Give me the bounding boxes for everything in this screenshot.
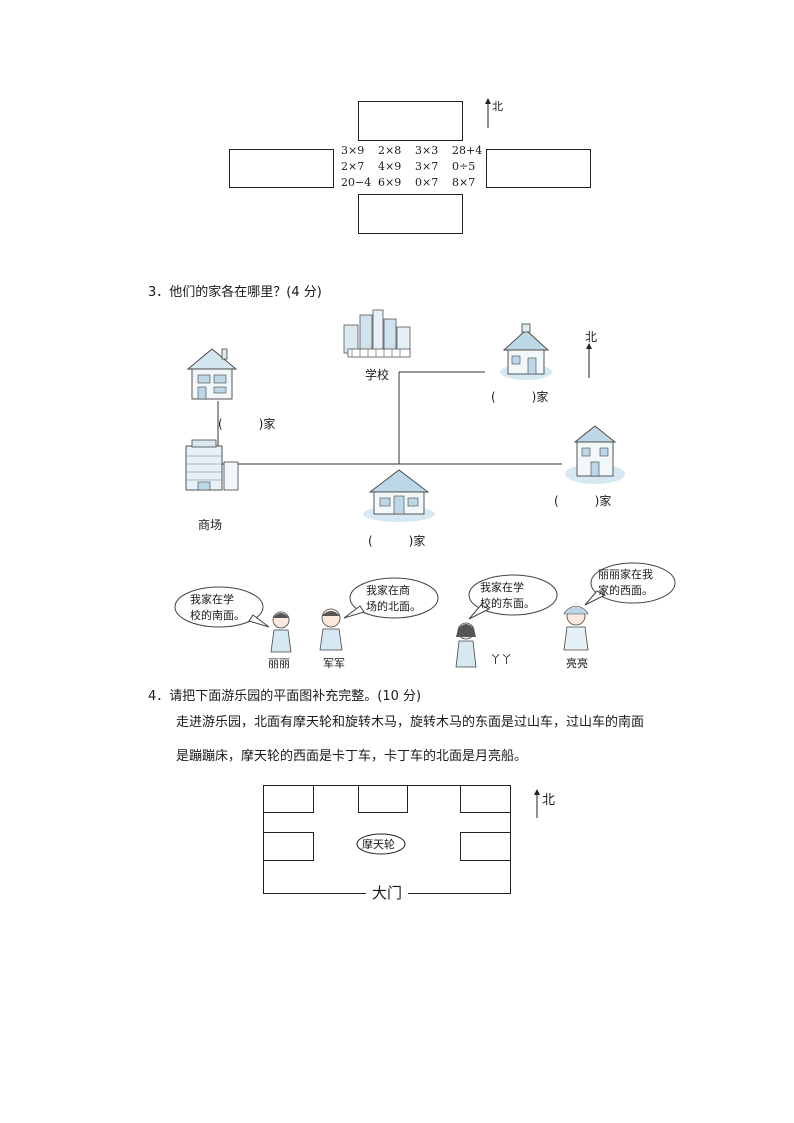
answer-box-right[interactable] (486, 149, 591, 188)
park-slot-northwest[interactable] (263, 785, 314, 813)
grid-cell: 4×9 (378, 160, 402, 173)
arithmetic-grid: 3×9 2×8 3×3 28+4 2×7 4×9 3×7 0÷5 20−4 6×… (341, 143, 489, 191)
school-building-icon (343, 309, 411, 358)
answer-blank-house-school-east[interactable]: ( )家 (491, 390, 549, 404)
speech-bubble-text: 我家在商 场的北面。 (366, 583, 421, 615)
house-icon (363, 469, 435, 522)
grid-row: 3×9 2×8 3×3 28+4 (341, 143, 489, 159)
question-3-title: 3．他们的家各在哪里？(4 分) (148, 285, 322, 300)
grid-cell: 3×7 (415, 160, 439, 173)
answer-box-left[interactable] (229, 149, 334, 188)
ferris-wheel-oval (356, 833, 406, 855)
house-icon (565, 425, 625, 484)
park-slot-northeast[interactable] (460, 785, 511, 813)
north-arrow-icon (534, 789, 540, 818)
answer-blank-house-east[interactable]: ( )家 (554, 494, 612, 508)
park-slot-east[interactable] (460, 832, 511, 861)
child-figure-icon (455, 622, 477, 668)
north-label: 北 (492, 100, 503, 113)
answer-box-top[interactable] (358, 101, 463, 141)
grid-cell: 28+4 (452, 144, 483, 157)
north-label: 北 (542, 793, 556, 808)
child-figure-icon (563, 605, 589, 651)
grid-cell: 3×9 (341, 144, 365, 157)
house-icon (500, 323, 552, 380)
bubble-line: 丽丽家在我 (598, 568, 653, 581)
bubble-line: 家的西面。 (598, 584, 653, 597)
park-gate-label: 大门 (366, 882, 409, 903)
mall-label: 商场 (198, 518, 223, 532)
grid-cell: 3×3 (415, 144, 439, 157)
ferris-wheel-label: 摩天轮 (362, 838, 395, 851)
bubble-line: 校的东面。 (480, 597, 535, 610)
bubble-line: 我家在学 (480, 581, 524, 594)
bubble-line: 我家在商 (366, 584, 410, 597)
bubble-line: 我家在学 (190, 593, 234, 606)
speech-bubble-icon (584, 562, 676, 606)
speech-bubble-text: 我家在学 校的南面。 (190, 592, 245, 624)
grid-cell: 6×9 (378, 176, 402, 189)
park-slot-west[interactable] (263, 832, 314, 861)
speech-bubble-icon (468, 574, 558, 620)
park-slot-north[interactable] (358, 785, 408, 813)
speech-bubble-icon (343, 577, 439, 619)
grid-cell: 2×8 (378, 144, 402, 157)
speech-bubble-text: 我家在学 校的东面。 (480, 580, 535, 612)
child-name: 亮亮 (566, 657, 588, 670)
mall-building-icon (185, 439, 239, 491)
child-name: 军军 (323, 657, 345, 670)
school-label: 学校 (365, 368, 390, 382)
description-line: 走进游乐园，北面有摩天轮和旋转木马，旋转木马的东面是过山车，过山车的南面 (176, 715, 645, 730)
description-line: 是蹦蹦床，摩天轮的西面是卡丁车，卡丁车的北面是月亮船。 (176, 749, 528, 764)
north-arrow-icon (586, 343, 592, 378)
grid-cell: 2×7 (341, 160, 365, 173)
answer-blank-house-south[interactable]: ( )家 (368, 534, 426, 548)
grid-cell: 0×7 (415, 176, 439, 189)
bubble-line: 场的北面。 (366, 600, 421, 613)
question-4-title: 4．请把下面游乐园的平面图补充完整。(10 分) (148, 689, 422, 704)
north-arrow-icon (485, 98, 491, 128)
north-label: 北 (585, 330, 598, 344)
child-figure-icon (319, 608, 343, 651)
answer-box-bottom[interactable] (358, 194, 463, 234)
child-figure-icon (270, 611, 292, 653)
grid-row: 20−4 6×9 0×7 8×7 (341, 175, 489, 191)
grid-row: 2×7 4×9 3×7 0÷5 (341, 159, 489, 175)
speech-bubble-text: 丽丽家在我 家的西面。 (598, 567, 653, 599)
bubble-line: 校的南面。 (190, 609, 245, 622)
grid-cell: 8×7 (452, 176, 476, 189)
speech-bubble-icon (174, 586, 270, 628)
grid-cell: 20−4 (341, 176, 372, 189)
house-icon (186, 348, 238, 400)
question-4-description: 走进游乐园，北面有摩天轮和旋转木马，旋转木马的东面是过山车，过山车的南面 是蹦蹦… (176, 706, 736, 774)
child-name: 丫丫 (490, 653, 512, 666)
grid-cell: 0÷5 (452, 160, 476, 173)
child-name: 丽丽 (268, 657, 290, 670)
answer-blank-house-west[interactable]: ( )家 (218, 417, 276, 431)
